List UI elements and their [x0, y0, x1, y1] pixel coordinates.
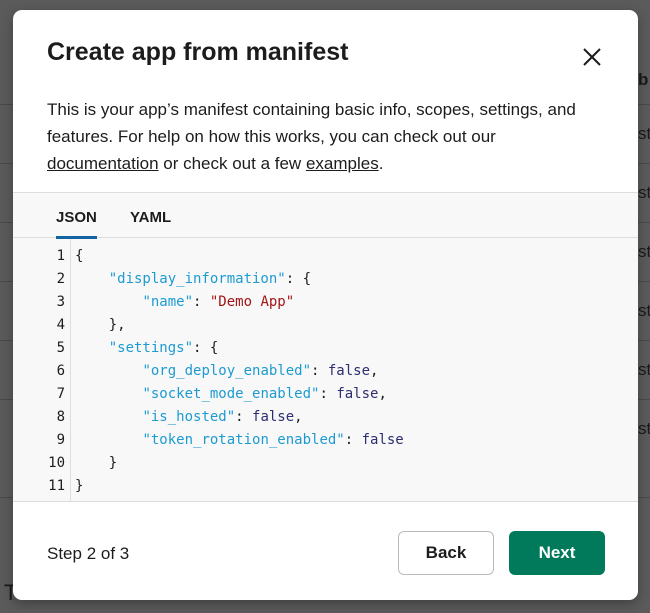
gutter-divider: [70, 239, 71, 501]
line-number: 10: [48, 455, 65, 471]
code-line: {: [75, 245, 83, 268]
code-token: ,: [378, 386, 387, 402]
code-line: "token_rotation_enabled": false: [75, 429, 404, 452]
code-line: "settings": {: [75, 337, 219, 360]
code-token: : {: [285, 271, 312, 287]
back-button[interactable]: Back: [398, 531, 494, 575]
modal-description: This is your app’s manifest containing b…: [47, 100, 576, 173]
code-token: [75, 432, 142, 448]
line-number: 2: [56, 271, 65, 287]
modal-title: Create app from manifest: [47, 38, 349, 66]
code-token: : {: [193, 340, 219, 356]
code-token: :: [344, 432, 362, 448]
background-text: b: [638, 70, 649, 89]
background-text: st: [638, 242, 650, 261]
code-line: "name": "Demo App": [75, 291, 294, 314]
code-token: false: [252, 409, 295, 425]
code-token: [75, 409, 142, 425]
code-token: "is_hosted": [142, 409, 236, 425]
examples-link[interactable]: examples: [305, 154, 379, 173]
code-token: "Demo App": [209, 294, 295, 310]
background-text: st: [638, 419, 650, 438]
code-token: "token_rotation_enabled": [142, 432, 345, 448]
code-line: "socket_mode_enabled": false,: [75, 383, 387, 406]
code-token: :: [235, 409, 253, 425]
code-line: }: [75, 452, 117, 475]
code-token: "org_deploy_enabled": [142, 363, 312, 379]
code-token: false: [361, 432, 404, 448]
format-tabs: JSON YAML: [13, 193, 638, 239]
next-button[interactable]: Next: [509, 531, 605, 575]
code-line: },: [75, 314, 126, 337]
code-token: [75, 386, 142, 402]
code-token: "display_information": [108, 271, 286, 287]
background-text: st: [638, 301, 650, 320]
code-token: :: [311, 363, 328, 379]
code-token: :: [319, 386, 337, 402]
code-token: [75, 340, 109, 356]
close-icon[interactable]: [581, 46, 603, 68]
code-token: }: [75, 478, 84, 494]
code-line: }: [75, 475, 83, 498]
line-number: 8: [56, 409, 65, 425]
line-number: 7: [56, 386, 65, 402]
tab-yaml[interactable]: YAML: [130, 209, 172, 226]
background-text: st: [638, 360, 650, 379]
tab-json[interactable]: JSON: [56, 209, 97, 239]
code-token: "name": [142, 294, 194, 310]
code-token: [75, 363, 142, 379]
code-token: ,: [294, 409, 303, 425]
code-line: "display_information": {: [75, 268, 311, 291]
code-line: "org_deploy_enabled": false,: [75, 360, 378, 383]
step-indicator: Step 2 of 3: [47, 544, 130, 563]
code-token: :: [193, 294, 210, 310]
line-number: 11: [48, 478, 65, 494]
line-number: 3: [56, 294, 65, 310]
line-number: 9: [56, 432, 65, 448]
background-text: st: [638, 183, 650, 202]
line-number: 5: [56, 340, 65, 356]
code-token: false: [327, 363, 371, 379]
background-text: st: [638, 124, 650, 143]
line-number: 6: [56, 363, 65, 379]
code-token: false: [336, 386, 379, 402]
documentation-link[interactable]: documentation: [47, 154, 159, 173]
code-line: "is_hosted": false,: [75, 406, 303, 429]
code-token: },: [75, 317, 126, 333]
manifest-editor[interactable]: JSON YAML 1{2 "display_information": {3 …: [13, 192, 638, 502]
code-token: }: [75, 455, 118, 471]
line-number: 4: [56, 317, 65, 333]
code-token: "settings": [108, 340, 194, 356]
code-token: [75, 271, 109, 287]
code-token: "socket_mode_enabled": [142, 386, 320, 402]
code-token: {: [75, 248, 84, 264]
create-app-modal: Create app from manifest This is your ap…: [13, 10, 638, 600]
code-token: [75, 294, 142, 310]
line-number: 1: [56, 248, 65, 264]
code-token: ,: [370, 363, 379, 379]
